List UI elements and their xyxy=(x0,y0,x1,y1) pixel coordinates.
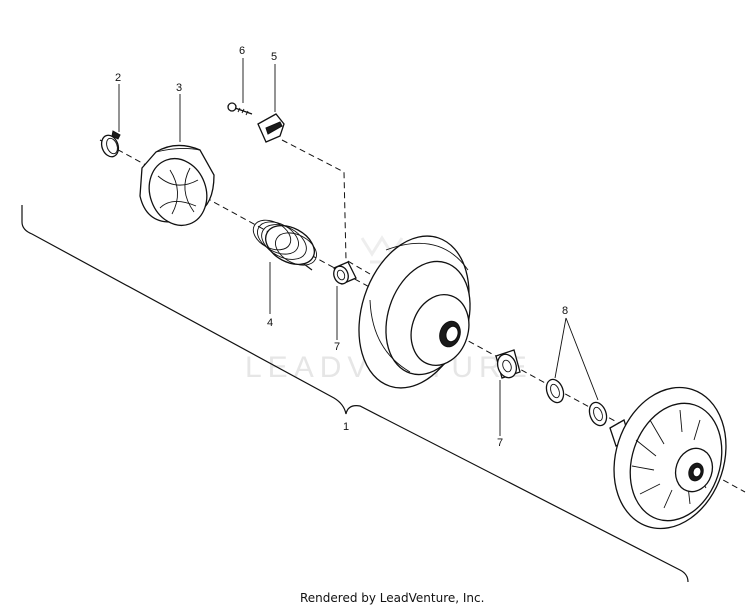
snap-ring xyxy=(100,130,121,158)
bushing-right xyxy=(495,349,521,379)
callout-6: 6 xyxy=(239,45,245,57)
spring xyxy=(252,219,317,271)
movable-sheave xyxy=(358,235,471,389)
callout-3: 3 xyxy=(176,82,182,94)
spider-cam xyxy=(139,144,215,227)
leader-lines xyxy=(118,58,599,436)
callout-8: 8 xyxy=(562,305,568,317)
callout-5: 5 xyxy=(271,51,277,63)
credit-text: Rendered by LeadVenture, Inc. xyxy=(300,591,484,605)
assembly-bracket xyxy=(21,205,689,583)
bushing-left xyxy=(333,261,357,285)
cam-button xyxy=(257,113,371,275)
callout-7-right: 7 xyxy=(497,437,503,449)
washers xyxy=(545,378,608,427)
callout-2: 2 xyxy=(115,72,121,84)
callout-7-left: 7 xyxy=(334,341,340,353)
callout-4: 4 xyxy=(267,317,273,329)
callout-1: 1 xyxy=(343,421,349,433)
screw xyxy=(227,102,253,116)
fixed-sheave xyxy=(609,386,727,530)
